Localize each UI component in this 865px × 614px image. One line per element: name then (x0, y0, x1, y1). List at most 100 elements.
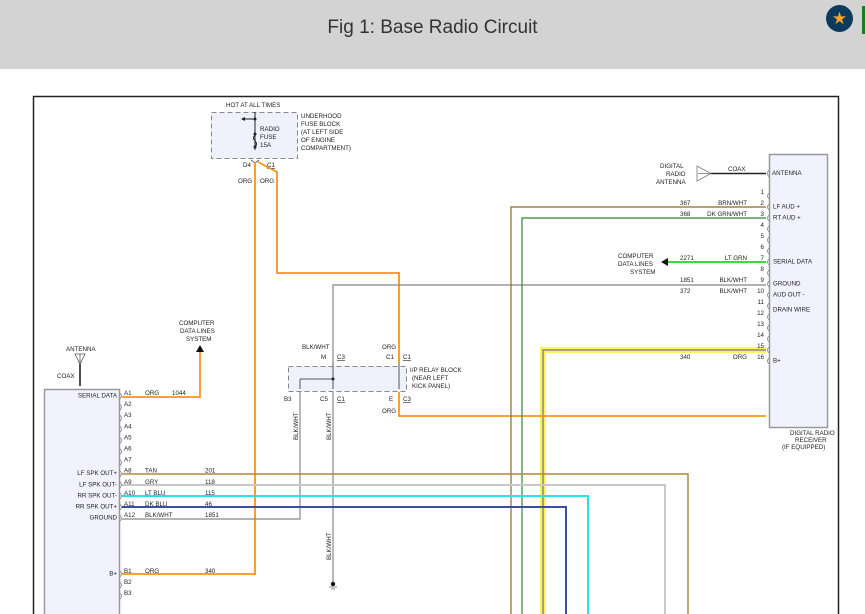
receiver-pin-number: 8 (761, 266, 765, 273)
connector-terminal-icon (767, 280, 770, 288)
receiver-pin-number: 13 (757, 321, 764, 328)
fuse-label-1: RADIO (260, 126, 280, 133)
relay-conn-c3-top: C3 (337, 354, 345, 361)
radio-pin-number: A6 (124, 446, 132, 453)
receiver-computer-label-3: SYSTEM (630, 269, 655, 276)
receiver-wire-color: BLK/WHT (719, 277, 747, 284)
fuse-block-desc-5: COMPARTMENT) (301, 145, 351, 152)
receiver-pin-number: 3 (761, 211, 765, 218)
relay-top-left-wire: BLK/WHT (302, 344, 330, 351)
connector-terminal-icon (119, 437, 122, 444)
receiver-pin-number: 11 (758, 299, 765, 306)
radio-circuit-number: 1044 (172, 390, 186, 397)
receiver-pin-label: LF AUD + (773, 204, 800, 211)
fuse-label-3: 15A (260, 142, 272, 149)
connector-terminal-icon (119, 503, 122, 511)
connector-terminal-icon (119, 414, 122, 422)
receiver-circuit-number: 372 (680, 288, 691, 295)
relay-desc-3: KICK PANEL) (412, 383, 450, 390)
connector-terminal-icon (767, 236, 770, 244)
radio-pin-label: LF SPK OUT- (79, 481, 117, 488)
bookmark-star-icon[interactable]: ★ (826, 5, 853, 32)
hot-at-all-times-label: HOT AT ALL TIMES (226, 102, 280, 109)
receiver-wire-color: DK GRN/WHT (707, 211, 747, 218)
wire-1851-blkwht-receiver-ground (332, 284, 766, 362)
wire-46-dkblu (122, 506, 567, 614)
receiver-wire-color: LT GRN (725, 255, 747, 262)
radio-circuit-number: 46 (205, 501, 212, 508)
radio-pin-number: A10 (124, 490, 136, 497)
receiver-antenna-pin-label: ANTENNA (772, 170, 802, 177)
relay-top-right-wire: ORG (382, 344, 396, 351)
wire-org-fuse-to-relay (257, 161, 400, 363)
receiver-computer-arrow-icon (661, 258, 668, 266)
receiver-circuit-number: 340 (680, 354, 691, 361)
fuse-pin-d4: D4 (243, 162, 251, 169)
connector-terminal-icon (767, 357, 770, 365)
relay-desc-2: (NEAR LEFT (412, 375, 448, 382)
connector-terminal-icon (119, 426, 122, 433)
relay-pin-c1-top: C1 (386, 354, 394, 361)
fuse-block-desc-1: UNDERHOOD (301, 113, 342, 120)
connector-terminal-icon (767, 291, 770, 299)
wire-367-brnwht (510, 206, 766, 614)
receiver-pin-number: 7 (761, 255, 765, 262)
radio-antenna-label: ANTENNA (66, 346, 96, 353)
radio-computer-label-1: COMPUTER (179, 320, 215, 327)
relay-desc-1: I/P RELAY BLOCK (410, 367, 462, 374)
connector-terminal-icon (767, 324, 770, 332)
radio-computer-label-2: DATA LINES (180, 328, 215, 335)
radio-pin-number: A2 (124, 401, 132, 408)
radio-pin-number: A11 (124, 501, 135, 508)
radio-wire-color: BLK/WHT (145, 512, 173, 519)
connector-terminal-icon (767, 346, 770, 354)
relay-vert-wire-3: BLK/WHT (326, 532, 333, 560)
fuse-block-desc-3: (AT LEFT SIDE (301, 129, 343, 136)
receiver-coax-label: COAX (728, 166, 746, 173)
connector-terminal-icon (119, 403, 122, 411)
relay-conn-c3-bottom: C3 (403, 396, 411, 403)
receiver-pin-number: 12 (757, 310, 764, 317)
radio-coax-label: COAX (57, 373, 75, 380)
relay-bottom-right-wire: ORG (382, 408, 396, 415)
wire-340-org-receiver-bplus (398, 392, 766, 417)
ip-relay-block: BLK/WHT M C3 ORG C1 C1 I/P RELAY BLOCK (… (284, 344, 462, 590)
figure-header: Fig 1: Base Radio Circuit ★ (0, 0, 865, 69)
receiver-circuit-number: 2271 (680, 255, 694, 262)
receiver-antenna-label-2: RADIO (666, 171, 686, 178)
ground-symbol-icon (329, 581, 337, 590)
wire-340-org-radio-bplus (122, 162, 256, 575)
radio-pin-label: B+ (109, 571, 117, 578)
relay-pin-m: M (321, 354, 326, 361)
radio-pin-label: LF SPK OUT+ (77, 470, 117, 477)
receiver-circuit-number: 1851 (680, 277, 694, 284)
wire-1044-org-serial-data (122, 352, 201, 398)
receiver-antenna-label-3: ANTENNA (656, 179, 686, 186)
receiver-pin-number: 16 (757, 354, 764, 361)
connector-terminal-icon (119, 448, 122, 455)
radio-pin-label: RR SPK OUT+ (76, 504, 118, 511)
receiver-wire-color: ORG (733, 354, 747, 361)
wire-118-gry (122, 484, 666, 614)
wire-201-tan (122, 473, 689, 614)
radio-pin-number: A9 (124, 479, 132, 486)
radio-wire-color: ORG (145, 568, 159, 575)
receiver-wire-color: BRN/WHT (718, 200, 747, 207)
radio-computer-label-3: SYSTEM (186, 336, 211, 343)
radio-pin-number: A7 (124, 457, 132, 464)
side-tab-edge (862, 6, 865, 34)
receiver-pin-number: 1 (761, 189, 765, 196)
receiver-pin-label: SERIAL DATA (773, 259, 813, 266)
receiver-pin-label: AUD OUT - (773, 292, 805, 299)
fuse-wire-left-color: ORG (238, 178, 252, 185)
fuse-wire-right-color: ORG (260, 178, 274, 185)
connector-terminal-icon (767, 214, 770, 222)
digital-radio-antenna-icon (696, 165, 766, 182)
receiver-circuit-number: 368 (680, 211, 691, 218)
receiver-computer-label-1: COMPUTER (618, 253, 654, 260)
connector-terminal-icon (767, 269, 770, 277)
receiver-title-1: DIGITAL RADIO (790, 430, 835, 437)
highlight-aud-out-wire (540, 347, 766, 614)
receiver-pin-number: 5 (761, 233, 765, 240)
